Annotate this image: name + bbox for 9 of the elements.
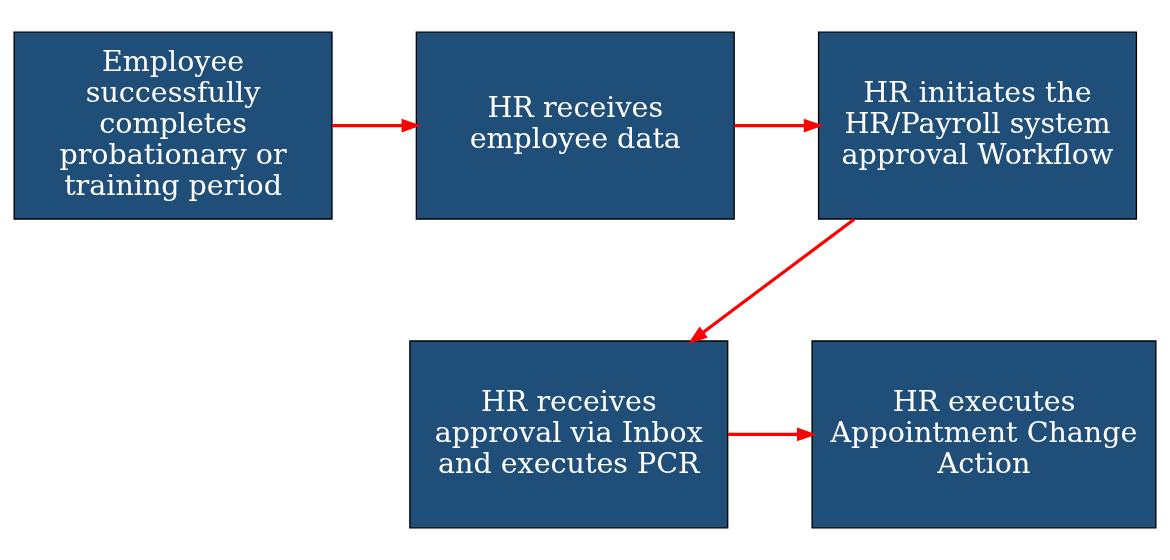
arrow xyxy=(332,118,422,133)
node-box: Employee successfully completes probationary or training period xyxy=(13,31,333,220)
node-box: HR executes Appointment Change Action xyxy=(811,340,1157,529)
arrow xyxy=(734,118,824,133)
node-box: HR receives approval via Inbox and executes PCR xyxy=(409,340,729,529)
arrow xyxy=(688,217,856,344)
node-box: HR receives employee data xyxy=(415,31,735,220)
arrow xyxy=(728,427,817,442)
node-box: HR initiates the HR/Payroll system approval Workflow xyxy=(817,31,1138,220)
